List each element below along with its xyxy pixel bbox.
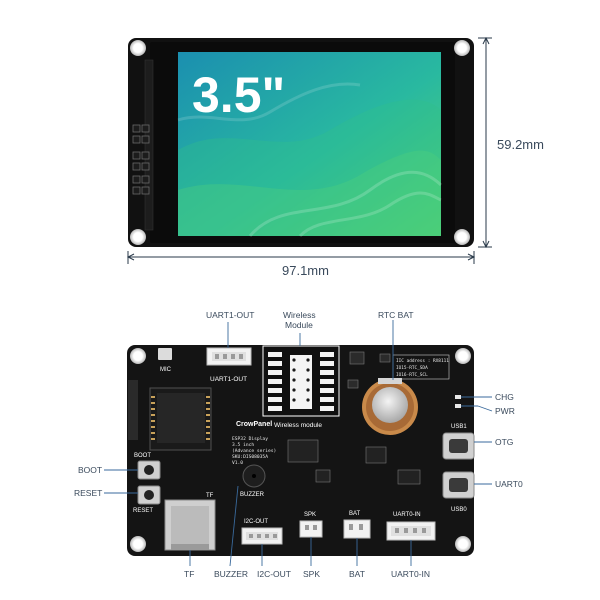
board-info-silk: ESP32 Display 3.5 inch (Advance series) …: [232, 436, 276, 466]
usb1-silk: USB1: [451, 424, 467, 430]
height-dimension-label: 59.2mm: [497, 137, 544, 152]
chg-led: [455, 395, 461, 399]
svg-text:SKU:DIS08035A: SKU:DIS08035A: [232, 454, 268, 460]
front-view: 3.5" 59.2mm: [126, 36, 544, 278]
mount-hole: [455, 536, 471, 552]
svg-text:IO15-RTC_SDA: IO15-RTC_SDA: [396, 365, 428, 371]
callout-wireless-module-line2: Module: [285, 320, 313, 330]
callout-bat: BAT: [349, 569, 365, 579]
buzzer-silk: BUZZER: [240, 492, 265, 498]
chip: [347, 379, 359, 389]
usb0-port: [442, 471, 475, 499]
mount-hole: [130, 536, 146, 552]
buzzer-hole: [252, 474, 256, 478]
svg-text:3.5 inch: 3.5 inch: [232, 442, 254, 448]
svg-text:(Advance series): (Advance series): [232, 448, 276, 454]
boot-button: [137, 460, 161, 480]
callout-i2c-out: I2C-OUT: [257, 569, 291, 579]
callout-buzzer: BUZZER: [214, 569, 248, 579]
callout-spk: SPK: [303, 569, 320, 579]
callout-uart0: UART0: [495, 479, 523, 489]
mount-hole: [130, 40, 146, 56]
callout-reset: RESET: [74, 488, 102, 498]
height-dimension: [478, 36, 492, 249]
spk-connector: [299, 520, 323, 538]
chip: [315, 469, 331, 483]
tf-silk: TF: [206, 493, 214, 499]
back-view: MIC UART1-OUT: [127, 345, 475, 556]
reset-button: [137, 485, 161, 505]
wireless-module-silk: Wireless module: [274, 422, 322, 429]
mount-hole: [455, 348, 471, 364]
mount-hole: [454, 40, 470, 56]
svg-text:ESP32 Display: ESP32 Display: [232, 436, 268, 442]
callout-wireless-module-line1: Wireless: [283, 310, 316, 320]
callout-labels: UART1-OUT Wireless Module RTC BAT CHG PW…: [74, 310, 523, 579]
uart0-in-silk: UART0-IN: [393, 512, 421, 518]
callout-lines: [104, 320, 493, 567]
flex-cable: [144, 59, 154, 231]
esp32-module: [149, 387, 212, 451]
brand-silk: CrowPanel: [236, 421, 272, 428]
callout-boot: BOOT: [78, 465, 102, 475]
callout-otg: OTG: [495, 437, 513, 447]
chip: [349, 351, 365, 365]
screen-size-label: 3.5": [192, 67, 285, 123]
callout-pwr: PWR: [495, 406, 515, 416]
svg-text:IO16-RTC_SCL: IO16-RTC_SCL: [396, 372, 428, 378]
svg-text:V1.0: V1.0: [232, 460, 243, 466]
width-dimension: [126, 251, 476, 264]
boot-silk: BOOT: [134, 453, 151, 459]
mic-component: [158, 348, 172, 360]
mount-hole: [454, 229, 470, 245]
bat-connector: [343, 519, 371, 539]
callout-rtc-bat: RTC BAT: [378, 310, 414, 320]
lcd-screen: 3.5": [177, 52, 443, 238]
chip: [379, 353, 391, 363]
reset-silk: RESET: [133, 508, 153, 514]
uart1-out-silk: UART1-OUT: [210, 376, 247, 383]
rtc-battery-holder: [362, 378, 418, 435]
chip: [397, 469, 421, 485]
callout-uart0-in: UART0-IN: [391, 569, 430, 579]
chip: [287, 439, 319, 463]
usb1-port: [442, 432, 475, 460]
svg-text:IIC address : RX8111: IIC address : RX8111: [396, 358, 449, 364]
side-pads: [132, 124, 150, 195]
uart0-in-connector: [386, 521, 436, 541]
mount-hole: [130, 348, 146, 364]
usb0-silk: USB0: [451, 507, 467, 513]
uart1-out-connector: [206, 347, 252, 366]
width-dimension-label: 97.1mm: [282, 263, 329, 278]
callout-chg: CHG: [495, 392, 514, 402]
callout-uart1-out: UART1-OUT: [206, 310, 255, 320]
left-edge-part: [128, 380, 138, 440]
i2c-out-silk: I2C-OUT: [244, 519, 268, 525]
wireless-module-header: [262, 345, 340, 417]
spk-silk: SPK: [304, 512, 316, 518]
pwr-led: [455, 404, 461, 408]
bat-silk: BAT: [349, 511, 361, 517]
mount-hole: [130, 229, 146, 245]
chip: [365, 446, 387, 464]
callout-tf: TF: [184, 569, 194, 579]
mic-silk: MIC: [160, 367, 172, 373]
i2c-out-connector: [241, 527, 283, 545]
tf-card-slot: [164, 499, 216, 551]
